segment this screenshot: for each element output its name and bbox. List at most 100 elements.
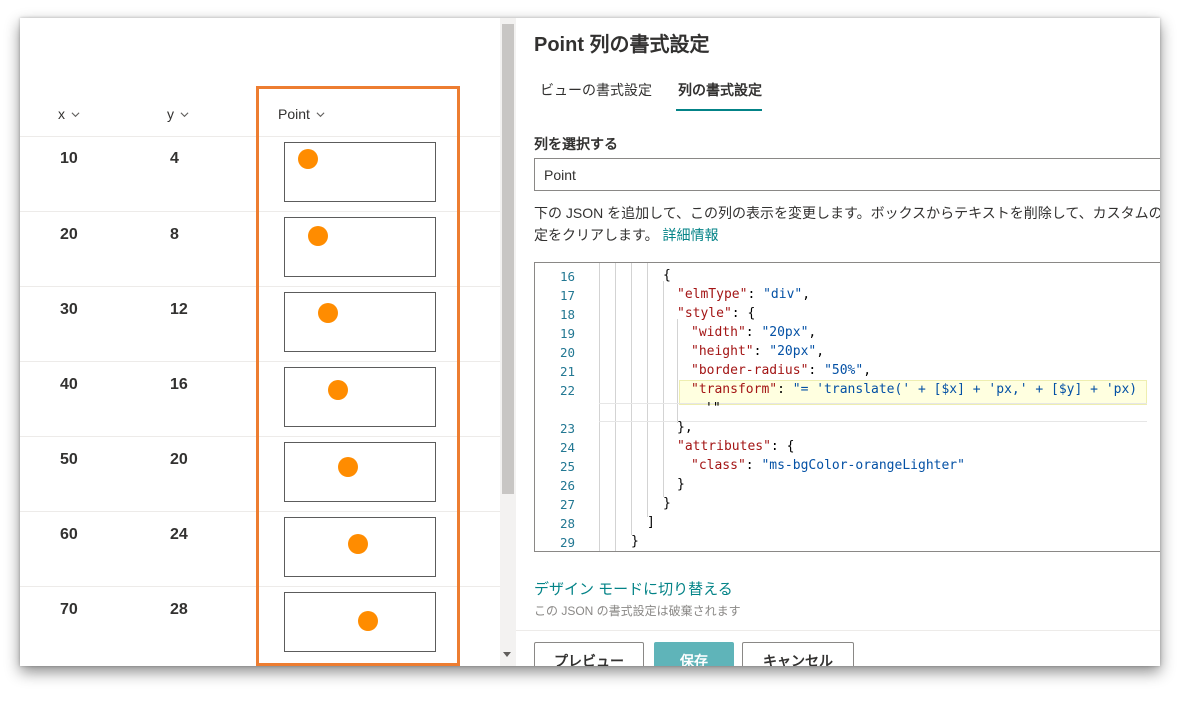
column-header-y[interactable]: y	[167, 106, 189, 122]
line-number: 23	[559, 421, 575, 436]
list-view: x y Point 10 4 20 8 30 12	[20, 18, 500, 666]
point-dot	[298, 149, 318, 169]
active-tab-indicator	[676, 109, 762, 111]
column-header-point[interactable]: Point	[278, 106, 325, 122]
row-divider	[20, 286, 500, 287]
row-divider	[20, 436, 500, 437]
indent-guide	[615, 263, 616, 551]
panel-title: Point 列の書式設定	[534, 34, 710, 56]
code-line: "attributes": {	[677, 439, 795, 454]
code-line: "style": {	[677, 306, 756, 321]
scrollbar-thumb[interactable]	[502, 24, 514, 494]
preview-button[interactable]: プレビュー	[534, 642, 644, 666]
point-dot	[348, 534, 368, 554]
point-box	[284, 442, 436, 502]
highlighted-line	[679, 380, 1147, 405]
row-divider	[20, 586, 500, 587]
code-line: '"	[705, 401, 721, 416]
cell-x: 40	[60, 376, 78, 393]
code-line: }	[677, 477, 685, 492]
cell-x: 60	[60, 526, 78, 543]
cell-x: 10	[60, 150, 78, 167]
more-info-link[interactable]: 詳細情報	[662, 227, 719, 243]
code-line: "border-radius": "50%",	[691, 363, 872, 378]
point-box	[284, 217, 436, 277]
column-header-label: x	[58, 106, 65, 122]
point-dot	[308, 226, 328, 246]
indent-guide	[677, 319, 678, 423]
tab-column-format[interactable]: 列の書式設定	[678, 82, 762, 98]
json-editor[interactable]: 16 { 17 "elmType": "div", 18 "style": { …	[534, 262, 1160, 552]
cancel-button[interactable]: キャンセル	[742, 642, 854, 666]
line-number: 29	[559, 535, 575, 550]
minimap-icon	[1159, 265, 1160, 305]
cell-y: 4	[170, 150, 179, 167]
point-box	[284, 592, 436, 652]
cell-y: 8	[170, 226, 179, 243]
line-number: 20	[559, 345, 575, 360]
row-divider	[20, 136, 500, 137]
line-number: 25	[559, 459, 575, 474]
line-number: 24	[559, 440, 575, 455]
scroll-down-icon[interactable]	[503, 652, 511, 657]
wrapped-line-band	[599, 403, 1147, 422]
point-dot	[338, 457, 358, 477]
line-number: 28	[559, 516, 575, 531]
vertical-scrollbar[interactable]	[500, 18, 516, 666]
point-box	[284, 142, 436, 202]
code-line: }	[663, 496, 671, 511]
line-number: 16	[559, 269, 575, 284]
row-divider	[20, 511, 500, 512]
code-line: },	[677, 420, 693, 435]
footer-divider	[516, 630, 1160, 631]
point-box	[284, 367, 436, 427]
point-box	[284, 292, 436, 352]
code-line: {	[663, 268, 671, 283]
design-mode-note: この JSON の書式設定は破棄されます	[534, 604, 741, 618]
line-number: 22	[559, 383, 575, 398]
column-header-label: y	[167, 106, 174, 122]
point-dot	[318, 303, 338, 323]
chevron-down-icon	[71, 111, 80, 117]
column-select[interactable]: Point	[534, 158, 1160, 191]
code-line: "height": "20px",	[691, 344, 825, 359]
row-divider	[20, 361, 500, 362]
format-column-panel: Point 列の書式設定 ビューの書式設定 列の書式設定 列を選択する Poin…	[516, 18, 1160, 666]
line-number: 17	[559, 288, 575, 303]
code-line: "elmType": "div",	[677, 287, 811, 302]
indent-guide	[599, 263, 600, 551]
line-number: 19	[559, 326, 575, 341]
line-number: 26	[559, 478, 575, 493]
indent-guide	[663, 281, 664, 497]
design-mode-link[interactable]: デザイン モードに切り替える	[534, 581, 733, 598]
code-line: "class": "ms-bgColor-orangeLighter"	[691, 458, 965, 473]
highlight-frame	[256, 86, 460, 666]
cell-y: 16	[170, 376, 188, 393]
column-header-x[interactable]: x	[58, 106, 80, 122]
cell-x: 50	[60, 451, 78, 468]
code-line: "width": "20px",	[691, 325, 817, 340]
indent-guide	[647, 263, 648, 517]
point-box	[284, 517, 436, 577]
cell-y: 24	[170, 526, 188, 543]
cell-x: 20	[60, 226, 78, 243]
tab-view-format[interactable]: ビューの書式設定	[540, 82, 652, 98]
cell-x: 30	[60, 301, 78, 318]
chevron-down-icon	[180, 111, 189, 117]
cell-y: 28	[170, 601, 188, 618]
save-button[interactable]: 保存	[654, 642, 734, 666]
description-line: 下の JSON を追加して、この列の表示を変更します。ボックスからテキストを削除…	[534, 205, 1160, 221]
description: 下の JSON を追加して、この列の表示を変更します。ボックスからテキストを削除…	[534, 202, 1160, 246]
line-number: 27	[559, 497, 575, 512]
point-dot	[328, 380, 348, 400]
cell-y: 20	[170, 451, 188, 468]
point-dot	[358, 611, 378, 631]
cell-x: 70	[60, 601, 78, 618]
row-divider	[20, 211, 500, 212]
chevron-down-icon	[316, 111, 325, 117]
line-number: 18	[559, 307, 575, 322]
code-line: ]	[647, 515, 655, 530]
code-line: }	[631, 534, 639, 549]
line-number: 21	[559, 364, 575, 379]
highlight-frame-bottom	[256, 663, 460, 666]
